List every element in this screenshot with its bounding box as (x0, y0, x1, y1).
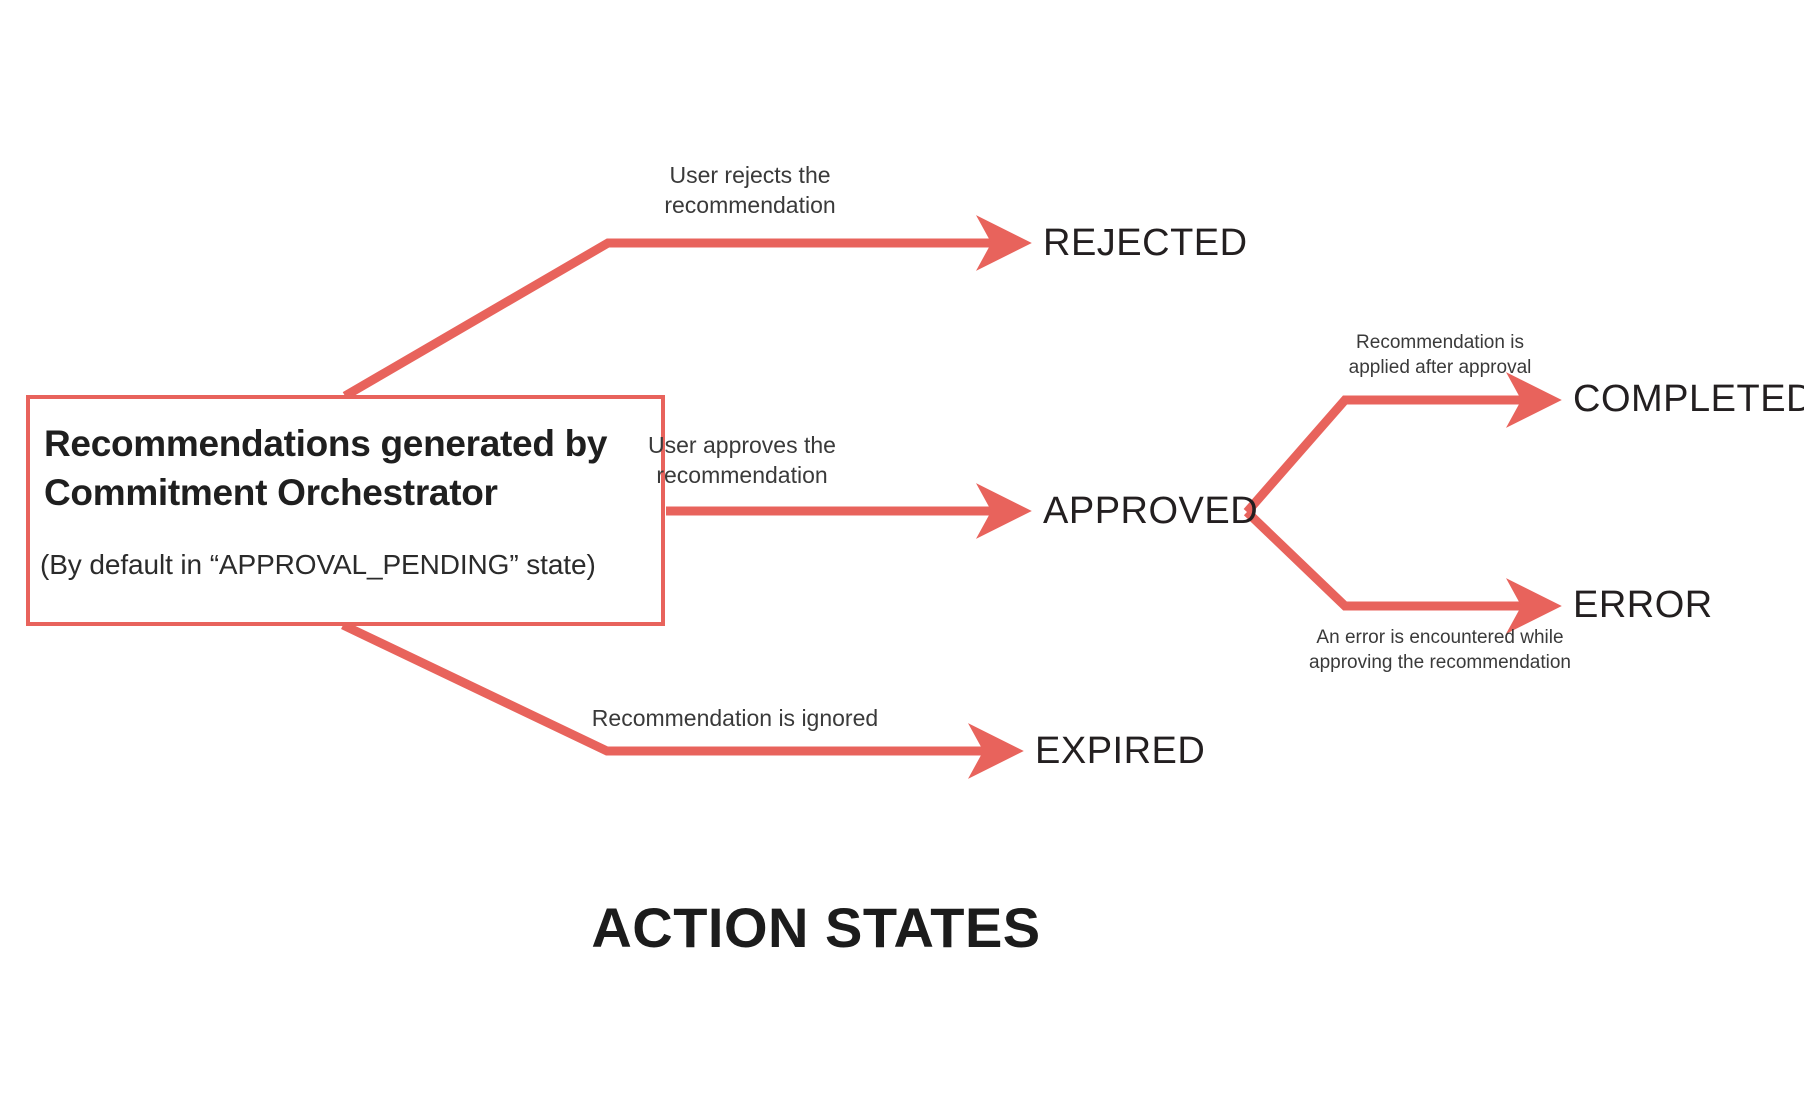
edge-label-to-completed: Recommendation is applied after approval (1348, 332, 1532, 379)
edge-label-to-rejected: User rejects the recommendation (664, 162, 836, 219)
diagram-title: ACTION STATES (591, 896, 1041, 959)
edge-label-to-error: An error is encountered while approving … (1309, 627, 1571, 674)
state-node-completed: COMPLETED (1573, 378, 1804, 420)
edge-label-to-approved: User approves the recommendation (648, 432, 836, 489)
source-node-box: Recommendations generated by Commitment … (26, 395, 665, 626)
edge-to-completed (1243, 372, 1562, 515)
edge-to-rejected (342, 215, 1032, 400)
edge-to-error (1243, 508, 1562, 634)
source-node-title: Recommendations generated by Commitment … (44, 423, 608, 513)
state-node-rejected: REJECTED (1043, 222, 1248, 264)
state-node-approved: APPROVED (1043, 490, 1259, 532)
state-node-error: ERROR (1573, 584, 1713, 626)
source-node-subtitle: (By default in “APPROVAL_PENDING” state) (40, 549, 596, 580)
state-node-expired: EXPIRED (1035, 730, 1206, 772)
edge-label-to-expired: Recommendation is ignored (591, 705, 879, 731)
